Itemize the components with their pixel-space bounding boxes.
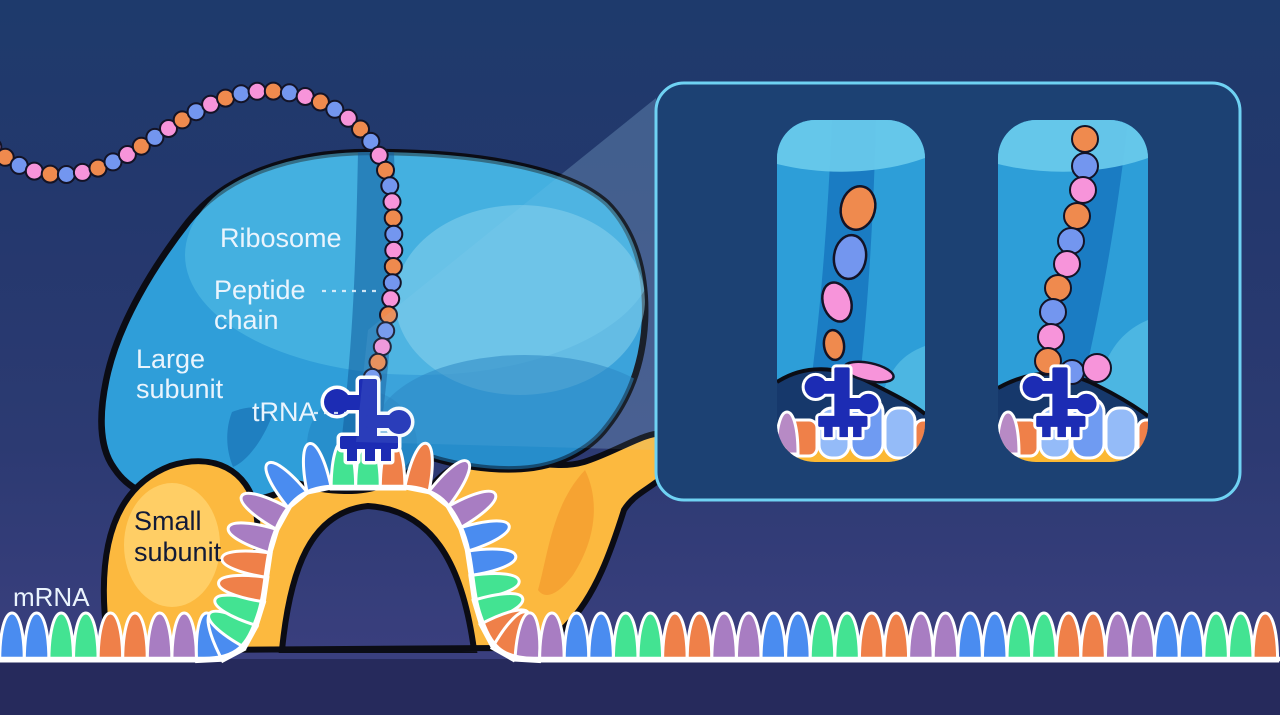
peptide-bead <box>325 99 345 119</box>
label-small-subunit-line2: subunit <box>134 537 222 567</box>
labels: Ribosome Peptide chain Large subunit tRN… <box>13 223 376 612</box>
peptide-bead <box>231 84 251 104</box>
peptide-bead <box>338 108 358 128</box>
peptide-bead <box>383 257 403 276</box>
peptide-chain <box>0 81 404 387</box>
background-bottom-band <box>0 659 1280 715</box>
peptide-bead <box>72 162 92 182</box>
mrna-bump <box>226 521 280 556</box>
mrna-baseline <box>0 484 1280 662</box>
peptide-bead <box>382 273 402 293</box>
peptide-bead <box>351 119 370 139</box>
peptide-bead <box>216 88 235 108</box>
peptide-bead <box>279 83 299 103</box>
peptide-bead <box>381 289 401 309</box>
inset-tube-right <box>998 120 1148 462</box>
label-trna: tRNA <box>252 397 317 427</box>
peptide-bead <box>117 145 137 164</box>
peptide-bead <box>131 136 151 156</box>
mrna-bump <box>239 491 292 533</box>
mrna-bump <box>457 519 511 554</box>
peptide-bead <box>380 176 400 196</box>
mrna-bump <box>220 549 273 580</box>
peptide-bead <box>145 127 165 147</box>
inset-panel <box>654 81 1242 502</box>
peptide-bead <box>40 164 60 184</box>
peptide-bead <box>24 161 44 181</box>
mrna-bump <box>402 441 434 495</box>
peptide-bead <box>263 81 283 101</box>
mrna-bump <box>445 489 498 531</box>
peptide-bead <box>361 131 381 151</box>
peptide-bead <box>382 192 402 212</box>
inset-tube-left <box>777 120 925 462</box>
peptide-bead <box>159 119 178 138</box>
small-subunit-foot-shade <box>538 470 594 595</box>
label-small-subunit-line1: Small <box>134 506 202 536</box>
peptide-bead <box>0 147 15 167</box>
peptide-bead <box>376 160 395 180</box>
peptide-bead <box>247 81 267 101</box>
label-ribosome: Ribosome <box>220 223 342 253</box>
mrna-bump <box>301 442 334 495</box>
label-large-subunit-line2: subunit <box>136 374 224 404</box>
peptide-bead <box>384 224 404 244</box>
peptide-bead <box>56 165 76 184</box>
label-large-subunit-line1: Large <box>136 344 205 374</box>
label-peptide-chain-line1: Peptide <box>214 275 306 305</box>
peptide-bead <box>172 110 192 130</box>
zoom-beam-overlay <box>356 98 656 450</box>
mrna-bump <box>1251 611 1280 663</box>
label-mrna: mRNA <box>13 582 90 612</box>
peptide-bead <box>186 102 206 122</box>
peptide-bead <box>384 240 404 260</box>
large-subunit-fin <box>227 407 272 467</box>
label-peptide-chain-line2: chain <box>214 305 279 335</box>
peptide-bead <box>383 208 403 228</box>
mrna-strand <box>0 439 1280 664</box>
